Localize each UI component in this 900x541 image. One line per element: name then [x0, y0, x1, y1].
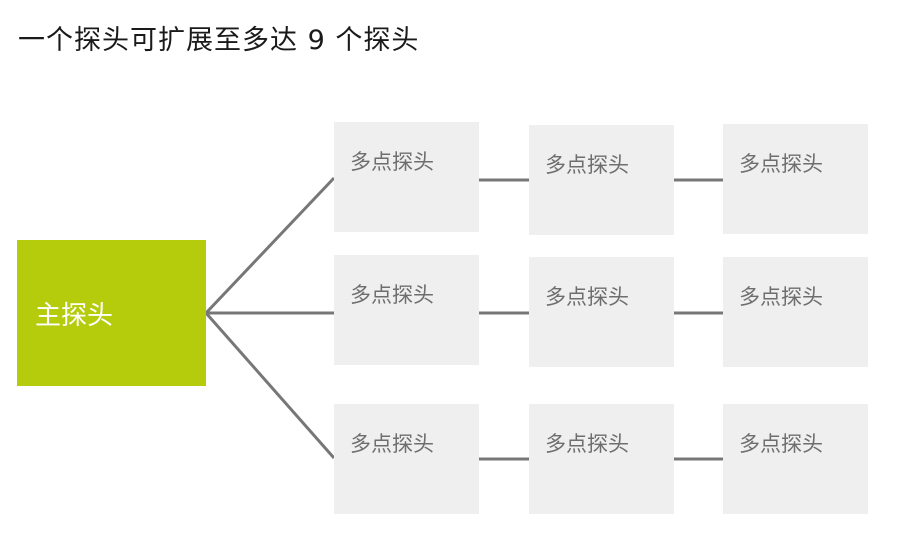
probe-node-label: 多点探头: [739, 432, 823, 456]
probe-node-label: 多点探头: [350, 283, 434, 307]
probe-node-r1-c1: 多点探头: [334, 122, 479, 232]
probe-node-label: 多点探头: [739, 152, 823, 176]
probe-node-r3-c1: 多点探头: [334, 404, 479, 514]
probe-node-r3-c3: 多点探头: [723, 404, 868, 514]
main-probe-label: 主探头: [35, 300, 114, 331]
probe-node-r1-c2: 多点探头: [529, 125, 674, 235]
main-probe-box: 主探头: [17, 240, 206, 386]
fan-line-top: [204, 176, 336, 315]
probe-node-r2-c2: 多点探头: [529, 257, 674, 367]
probe-node-r1-c3: 多点探头: [723, 124, 868, 234]
fan-line-bottom: [204, 312, 336, 459]
probe-node-label: 多点探头: [350, 432, 434, 456]
probe-node-label: 多点探头: [545, 432, 629, 456]
probe-node-r3-c2: 多点探头: [529, 404, 674, 514]
probe-node-label: 多点探头: [739, 285, 823, 309]
probe-node-r2-c3: 多点探头: [723, 257, 868, 367]
page-title: 一个探头可扩展至多达 9 个探头: [18, 25, 420, 56]
probe-node-label: 多点探头: [545, 153, 629, 177]
probe-node-label: 多点探头: [350, 150, 434, 174]
probe-node-r2-c1: 多点探头: [334, 255, 479, 365]
probe-node-label: 多点探头: [545, 285, 629, 309]
